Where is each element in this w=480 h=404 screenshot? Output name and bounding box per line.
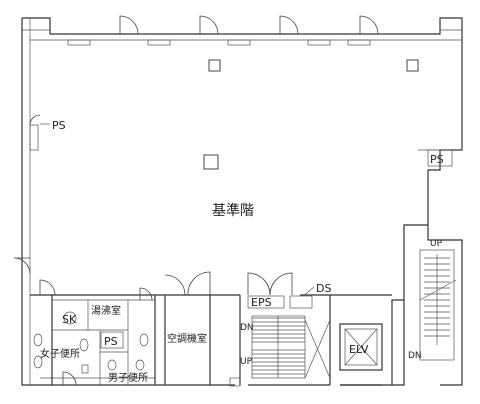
kitchenette-label: 湯沸室 bbox=[91, 304, 121, 317]
service-block: SK 湯沸室 PS 女子便所 男子便所 bbox=[33, 279, 156, 386]
ps-core-label: PS bbox=[104, 335, 118, 348]
main-stair-up: UP bbox=[240, 357, 253, 367]
ps-right: PS bbox=[418, 149, 453, 167]
ps-left: PS bbox=[29, 114, 66, 151]
main-stair-dn: DN bbox=[240, 323, 254, 333]
escape-stair-dn: DN bbox=[408, 351, 422, 361]
elv-label: ELV bbox=[349, 343, 369, 356]
top-wall-windows bbox=[67, 39, 371, 46]
escape-stair-up: UP bbox=[430, 239, 443, 249]
floor-label: 基準階 bbox=[212, 202, 254, 219]
elevator: ELV bbox=[339, 323, 383, 386]
womens-wc-label: 女子便所 bbox=[40, 347, 80, 360]
ps-right-label: PS bbox=[430, 153, 444, 166]
columns bbox=[203, 59, 419, 170]
ps-left-label: PS bbox=[52, 119, 66, 132]
main-stair-core: EPS DS DN UP bbox=[239, 272, 331, 385]
escape-stair: UP DN bbox=[408, 239, 457, 361]
ds-label: DS bbox=[316, 282, 331, 295]
west-door bbox=[13, 257, 31, 275]
mens-wc-label: 男子便所 bbox=[108, 371, 148, 384]
eps-label: EPS bbox=[251, 296, 272, 309]
top-doors bbox=[119, 15, 379, 35]
ac-room: 空調機室 bbox=[164, 271, 241, 387]
sk-label: SK bbox=[62, 313, 77, 326]
ac-room-label: 空調機室 bbox=[167, 332, 207, 345]
